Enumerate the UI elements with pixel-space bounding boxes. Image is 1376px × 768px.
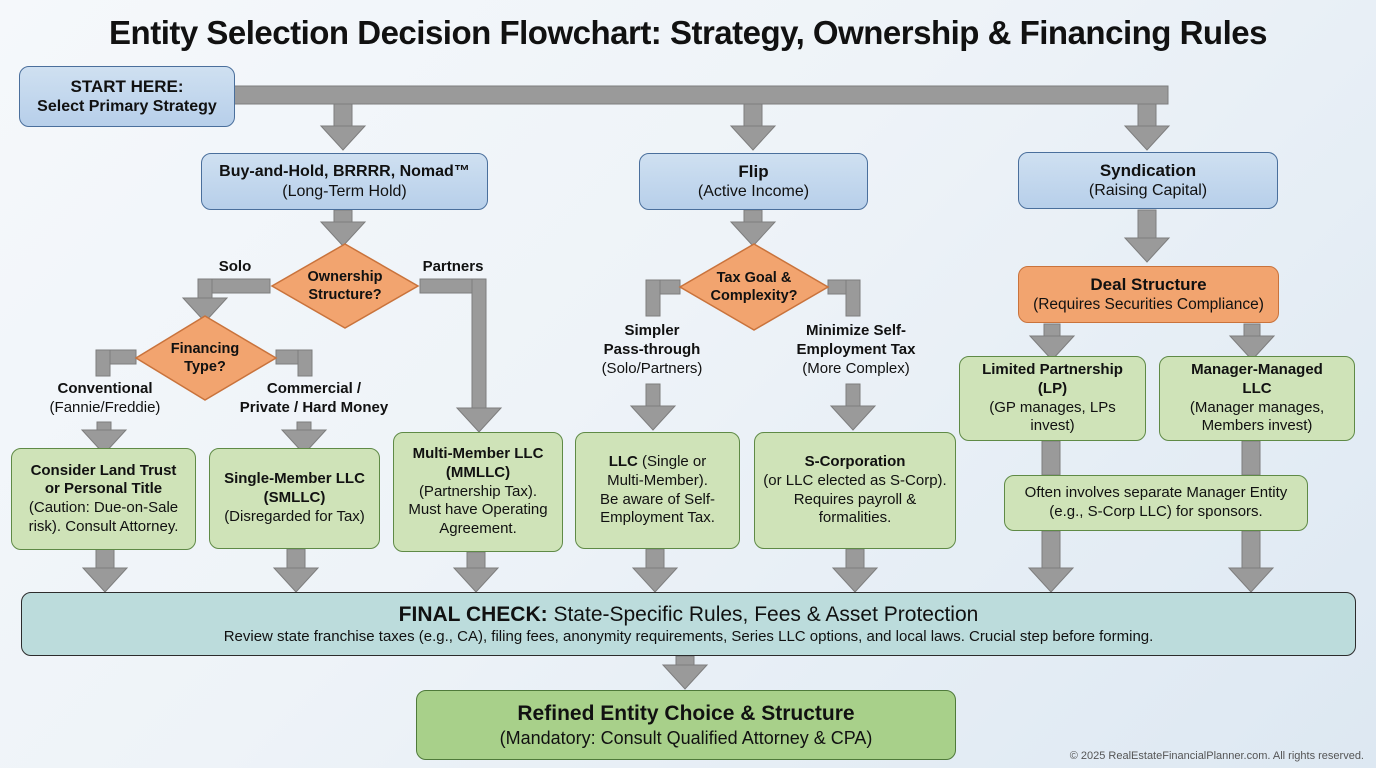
- strategy-subtitle: (Long-Term Hold): [282, 182, 407, 200]
- label-line: Private / Hard Money: [239, 398, 389, 416]
- branch-label-partners: Partners: [422, 258, 484, 275]
- label-line: Minimize Self-: [805, 322, 906, 339]
- ownership-diamond: [270, 243, 420, 329]
- outcome-desc: Requires payroll &: [793, 490, 917, 508]
- result-title: Refined Entity Choice & Structure: [517, 701, 855, 725]
- outcome-title: Multi-Member LLC: [412, 445, 544, 463]
- arrow-top-bus: [233, 85, 1169, 105]
- outcome-title: S-Corporation: [804, 453, 906, 470]
- outcome-title: Limited Partnership: [982, 361, 1123, 378]
- decision-line: Structure?: [308, 287, 382, 303]
- branch-label-commercial: Commercial / Private / Hard Money: [226, 380, 402, 418]
- label-line: (Fannie/Freddie): [49, 398, 161, 416]
- outcome-title: LLC: [1242, 379, 1272, 397]
- outcome-desc: Must have Operating: [408, 501, 548, 519]
- note-line: Often involves separate Manager Entity: [1024, 484, 1288, 502]
- outcome-desc: (Single or: [637, 453, 707, 470]
- manager-entity-note: Often involves separate Manager Entity (…: [1004, 475, 1308, 531]
- strategy-syndication: Syndication (Raising Capital): [1018, 152, 1278, 209]
- financing-diamond: [134, 315, 278, 401]
- outcome-llc: LLC (Single or Multi-Member). Be aware o…: [575, 432, 740, 549]
- final-check-desc: Review state franchise taxes (e.g., CA),…: [223, 627, 1154, 645]
- outcome-manager-managed-llc: Manager-Managed LLC (Manager manages, Me…: [1159, 356, 1355, 441]
- label-line: Conventional: [57, 380, 153, 397]
- label-line: Simpler: [624, 322, 680, 339]
- branch-label-solo: Solo: [218, 258, 252, 275]
- node-subtitle: (Requires Securities Compliance): [1033, 296, 1264, 314]
- start-line2: Select Primary Strategy: [37, 98, 217, 116]
- decision-line: Complexity?: [710, 288, 798, 304]
- outcome-smllc: Single-Member LLC (SMLLC) (Disregarded f…: [209, 448, 380, 549]
- outcome-title: (MMLLC): [445, 463, 511, 481]
- outcome-desc: (Partnership Tax).: [418, 482, 538, 500]
- strategy-subtitle: (Raising Capital): [1088, 182, 1208, 200]
- arrow-to-syndication: [1137, 103, 1157, 127]
- tax-goal-diamond: [678, 243, 830, 331]
- outcome-desc: risk). Consult Attorney.: [28, 517, 179, 535]
- outcome-lp: Limited Partnership (LP) (GP manages, LP…: [959, 356, 1146, 441]
- label-line: (Solo/Partners): [601, 359, 703, 377]
- outcome-desc: Multi-Member).: [607, 471, 708, 489]
- label-line: Commercial /: [266, 380, 362, 397]
- page-title: Entity Selection Decision Flowchart: Str…: [109, 14, 1267, 51]
- outcome-desc: (or LLC elected as S-Corp).: [763, 471, 947, 489]
- tax-goal-decision: Tax Goal & Complexity?: [699, 267, 809, 307]
- decision-line: Ownership: [307, 268, 383, 285]
- strategy-title: Flip: [738, 161, 769, 181]
- strategy-flip: Flip (Active Income): [639, 153, 868, 210]
- outcome-land-trust: Consider Land Trust or Personal Title (C…: [11, 448, 196, 550]
- strategy-title: Buy-and-Hold, BRRRR, Nomad™: [219, 162, 470, 180]
- outcome-desc: (Manager manages,: [1189, 398, 1325, 416]
- start-node: START HERE: Select Primary Strategy: [19, 66, 235, 127]
- start-line1: START HERE:: [70, 76, 184, 96]
- outcome-desc: invest): [1030, 417, 1075, 435]
- decision-line: Type?: [184, 359, 226, 375]
- outcome-desc: formalities.: [818, 509, 892, 527]
- decision-line: Tax Goal &: [716, 269, 792, 286]
- label-line: (More Complex): [802, 359, 910, 377]
- branch-label-conventional: Conventional (Fannie/Freddie): [30, 380, 180, 418]
- arrow-to-flip: [743, 103, 763, 127]
- decision-line: Financing: [170, 340, 240, 357]
- outcome-title: (LP): [1037, 379, 1068, 397]
- label-line: Pass-through: [603, 340, 701, 358]
- outcome-title: (SMLLC): [263, 489, 326, 507]
- outcome-desc: Agreement.: [439, 520, 517, 538]
- node-title: Deal Structure: [1090, 275, 1207, 295]
- arrow-to-buyhold: [333, 103, 353, 127]
- outcome-title: Manager-Managed: [1191, 361, 1323, 378]
- outcome-title: Consider Land Trust: [30, 461, 177, 479]
- deal-structure-node: Deal Structure (Requires Securities Comp…: [1018, 266, 1279, 323]
- result-node: Refined Entity Choice & Structure (Manda…: [416, 690, 956, 760]
- label-line: Employment Tax: [796, 340, 916, 358]
- strategy-subtitle: (Active Income): [697, 183, 810, 201]
- branch-label-minimize: Minimize Self- Employment Tax (More Comp…: [784, 322, 928, 378]
- result-subtitle: (Mandatory: Consult Qualified Attorney &…: [499, 727, 873, 748]
- outcome-desc: (Disregarded for Tax): [224, 507, 365, 525]
- branch-label-simpler: Simpler Pass-through (Solo/Partners): [584, 322, 720, 378]
- outcome-desc: Be aware of Self-: [599, 490, 716, 508]
- outcome-desc: (GP manages, LPs: [989, 398, 1116, 416]
- strategy-buy-hold: Buy-and-Hold, BRRRR, Nomad™ (Long-Term H…: [201, 153, 488, 210]
- outcome-title: LLC: [608, 453, 638, 470]
- outcome-mmllc: Multi-Member LLC (MMLLC) (Partnership Ta…: [393, 432, 563, 552]
- outcome-title: Single-Member LLC: [224, 470, 365, 488]
- outcome-desc: Employment Tax.: [600, 509, 715, 527]
- final-check-title: State-Specific Rules, Fees & Asset Prote…: [547, 602, 979, 626]
- outcome-desc: Members invest): [1201, 417, 1313, 435]
- final-check-label: FINAL CHECK:: [398, 602, 548, 626]
- outcome-title: or Personal Title: [44, 480, 163, 498]
- strategy-title: Syndication: [1099, 160, 1197, 180]
- note-line: (e.g., S-Corp LLC) for sponsors.: [1049, 503, 1263, 520]
- outcome-scorp: S-Corporation (or LLC elected as S-Corp)…: [754, 432, 956, 549]
- copyright-notice: © 2025 RealEstateFinancialPlanner.com. A…: [1069, 750, 1364, 762]
- outcome-desc: (Caution: Due-on-Sale: [28, 499, 179, 516]
- final-check-node: FINAL CHECK: State-Specific Rules, Fees …: [21, 592, 1356, 656]
